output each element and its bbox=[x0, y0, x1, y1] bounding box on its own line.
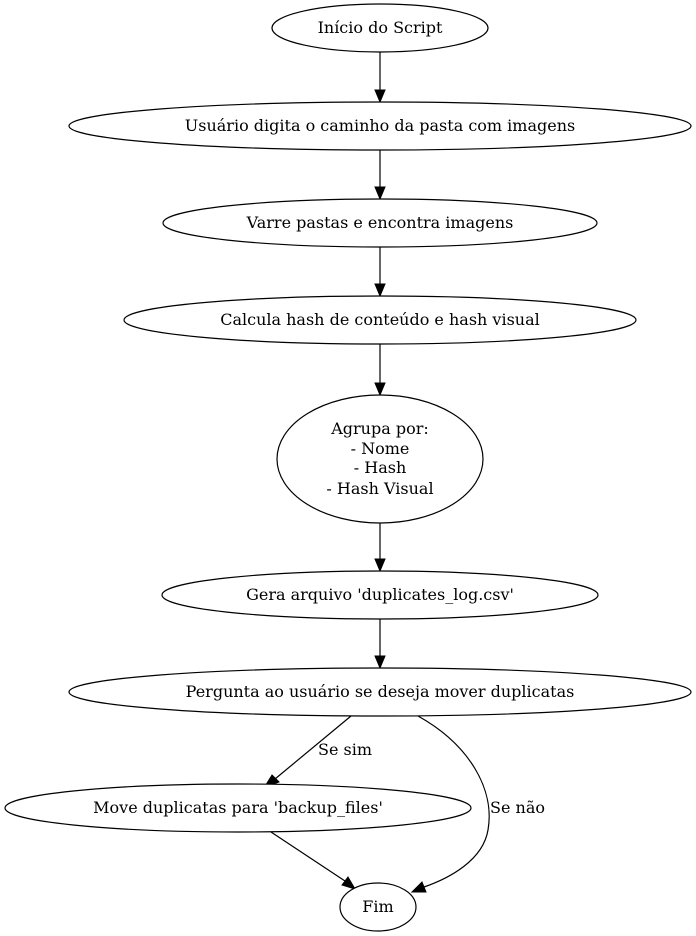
arrowhead-icon bbox=[374, 89, 386, 104]
arrowhead-icon bbox=[374, 655, 386, 670]
node-label-line-1: Agrupa por: bbox=[330, 419, 429, 438]
node-log: Gera arquivo 'duplicates_log.csv' bbox=[161, 570, 599, 620]
node-input-path: Usuário digita o caminho da pasta com im… bbox=[68, 101, 692, 151]
node-label: Move duplicatas para 'backup_files' bbox=[93, 798, 383, 817]
node-start: Início do Script bbox=[271, 3, 489, 53]
arrowhead-icon bbox=[374, 558, 386, 573]
node-shape bbox=[123, 295, 637, 345]
arrowhead-icon bbox=[410, 881, 427, 893]
node-ask: Pergunta ao usuário se deseja mover dupl… bbox=[68, 667, 692, 717]
node-shape bbox=[162, 198, 598, 248]
arrowhead-icon bbox=[374, 382, 386, 397]
node-label: Calcula hash de conteúdo e hash visual bbox=[220, 310, 540, 329]
node-shape bbox=[161, 570, 599, 620]
node-label: Usuário digita o caminho da pasta com im… bbox=[185, 116, 575, 135]
edges bbox=[262, 52, 490, 893]
arrowhead-icon bbox=[341, 876, 357, 890]
node-shape bbox=[276, 394, 484, 524]
node-shape bbox=[271, 3, 489, 53]
node-label-line-2: - Nome bbox=[351, 439, 410, 458]
edge-label-yes: Se sim bbox=[318, 740, 372, 759]
edge-label-no: Se não bbox=[490, 798, 545, 817]
node-shape bbox=[4, 783, 472, 833]
node-label-line-3: - Hash bbox=[354, 458, 407, 477]
node-label: Gera arquivo 'duplicates_log.csv' bbox=[246, 585, 514, 604]
node-shape bbox=[68, 667, 692, 717]
edge-move-to-end bbox=[270, 831, 346, 882]
node-label: Fim bbox=[362, 897, 393, 916]
arrowhead-icon bbox=[374, 186, 386, 201]
node-group: Agrupa por: - Nome - Hash - Hash Visual bbox=[276, 394, 484, 524]
node-label: Início do Script bbox=[318, 18, 443, 37]
node-label: Varre pastas e encontra imagens bbox=[246, 213, 514, 232]
node-label-line-4: - Hash Visual bbox=[326, 479, 433, 498]
node-hash: Calcula hash de conteúdo e hash visual bbox=[123, 295, 637, 345]
node-shape bbox=[68, 101, 692, 151]
node-scan: Varre pastas e encontra imagens bbox=[162, 198, 598, 248]
edge-ask-to-end bbox=[417, 715, 490, 888]
edge-ask-to-move bbox=[274, 715, 352, 780]
node-end: Fim bbox=[339, 882, 417, 932]
node-move: Move duplicatas para 'backup_files' bbox=[4, 783, 472, 833]
node-label: Pergunta ao usuário se deseja mover dupl… bbox=[186, 682, 575, 701]
arrowhead-icon bbox=[374, 283, 386, 298]
node-shape bbox=[339, 882, 417, 932]
